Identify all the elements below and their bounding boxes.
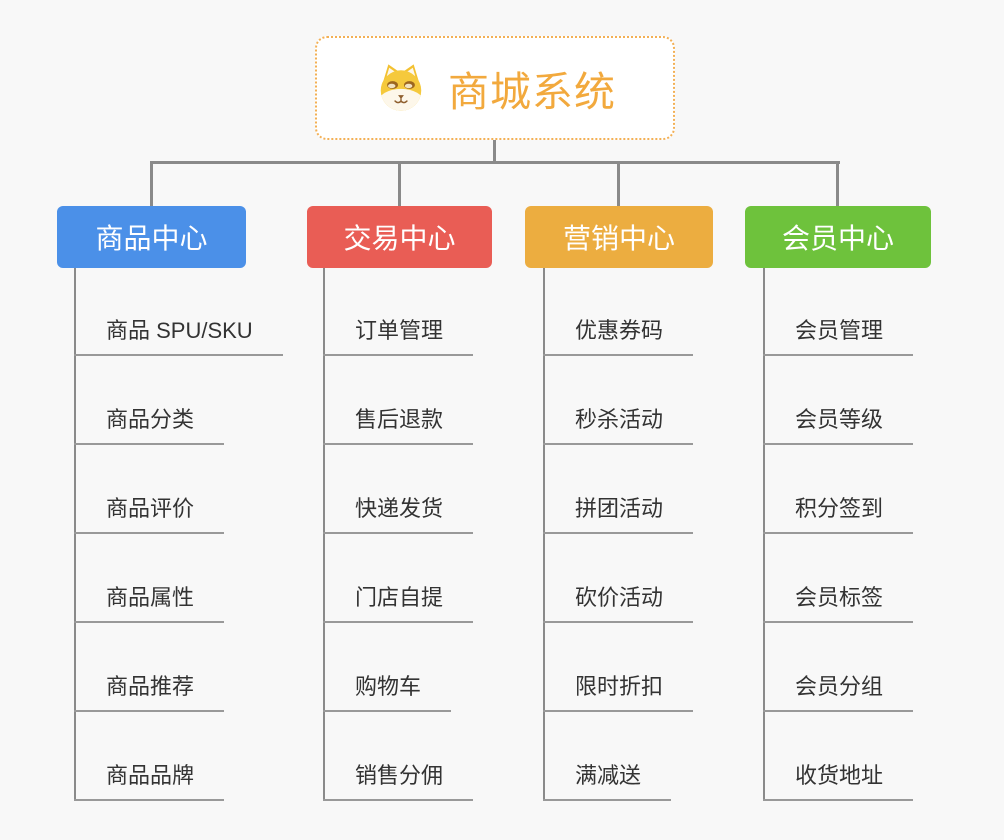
leaf-node[interactable]: 优惠券码 <box>543 317 694 356</box>
leaf-node[interactable]: 售后退款 <box>323 406 474 445</box>
leaf-node[interactable]: 快递发货 <box>323 495 474 534</box>
leaf-node[interactable]: 会员分组 <box>763 673 914 712</box>
leaf-node[interactable]: 限时折扣 <box>543 673 694 712</box>
root-title: 商城系统 <box>448 69 616 115</box>
connector-stub-trade <box>398 161 401 207</box>
connector-spine-products <box>74 268 76 801</box>
leaf-node[interactable]: 门店自提 <box>323 584 474 623</box>
leaf-node[interactable]: 收货地址 <box>763 762 914 801</box>
leaf-node[interactable]: 会员管理 <box>763 317 914 356</box>
leaf-node[interactable]: 商品评价 <box>74 495 225 534</box>
leaf-node[interactable]: 积分签到 <box>763 495 914 534</box>
connector-stub-marketing <box>617 161 620 207</box>
branch-node-marketing[interactable]: 营销中心 <box>525 206 713 268</box>
leaf-node[interactable]: 满减送 <box>543 762 672 801</box>
leaf-node[interactable]: 会员等级 <box>763 406 914 445</box>
leaf-node[interactable]: 商品 SPU/SKU <box>74 317 283 356</box>
branch-node-members[interactable]: 会员中心 <box>745 206 931 268</box>
leaf-node[interactable]: 砍价活动 <box>543 584 694 623</box>
leaf-node[interactable]: 购物车 <box>323 673 452 712</box>
leaf-node[interactable]: 商品属性 <box>74 584 225 623</box>
connector-stub-products <box>150 161 153 207</box>
connector-spine-trade <box>323 268 325 801</box>
leaf-node[interactable]: 商品分类 <box>74 406 225 445</box>
connector-spine-marketing <box>543 268 545 801</box>
leaf-node[interactable]: 商品品牌 <box>74 762 225 801</box>
connector-stub-members <box>836 161 839 207</box>
leaf-node[interactable]: 会员标签 <box>763 584 914 623</box>
leaf-node[interactable]: 拼团活动 <box>543 495 694 534</box>
connector-root-stem <box>493 138 496 162</box>
leaf-node[interactable]: 秒杀活动 <box>543 406 694 445</box>
branch-node-products[interactable]: 商品中心 <box>57 206 246 268</box>
branch-node-trade[interactable]: 交易中心 <box>307 206 492 268</box>
leaf-node[interactable]: 销售分佣 <box>323 762 474 801</box>
leaf-node[interactable]: 订单管理 <box>323 317 474 356</box>
connector-spine-members <box>763 268 765 801</box>
dog-face-icon <box>380 64 422 111</box>
leaf-node[interactable]: 商品推荐 <box>74 673 225 712</box>
connector-horizontal <box>150 161 840 164</box>
root-node[interactable]: 商城系统 <box>315 36 675 140</box>
